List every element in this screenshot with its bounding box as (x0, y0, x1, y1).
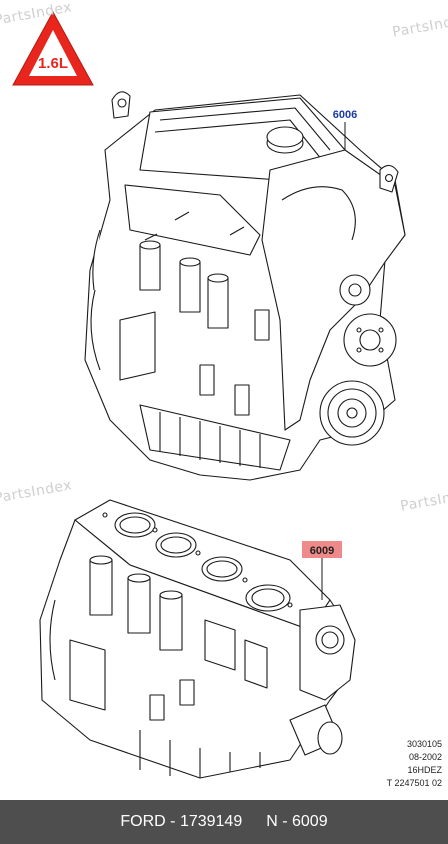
ref-code-line: T 2247501 02 (386, 778, 442, 788)
callout-6006[interactable]: 6006 (333, 109, 357, 150)
footer-bar: FORD - 1739149 N - 6009 (0, 800, 448, 844)
complete-engine-illustration (84, 91, 406, 481)
footer-position-number: N - 6009 (266, 813, 328, 830)
short-block-illustration (39, 499, 356, 779)
engine-size-label: 1.6L (38, 55, 68, 72)
part-number-6006-label: 6006 (333, 109, 357, 121)
part-number-6009-label: 6009 (310, 545, 334, 557)
part-number-6009-highlight (302, 541, 342, 558)
warning-triangle-badge: 1.6L (12, 10, 94, 86)
callout-6009[interactable]: 6009 (302, 541, 342, 600)
drawing-reference-code: 3030105 08-2002 16HDEZ T 2247501 02 (387, 738, 442, 790)
footer-part-number: FORD - 1739149 (120, 813, 243, 830)
ref-code-line: 16HDEZ (407, 765, 442, 775)
ref-code-line: 08-2002 (408, 752, 442, 762)
ref-code-line: 3030105 (406, 739, 442, 749)
parts-diagram: 1.6L (12, 10, 406, 779)
